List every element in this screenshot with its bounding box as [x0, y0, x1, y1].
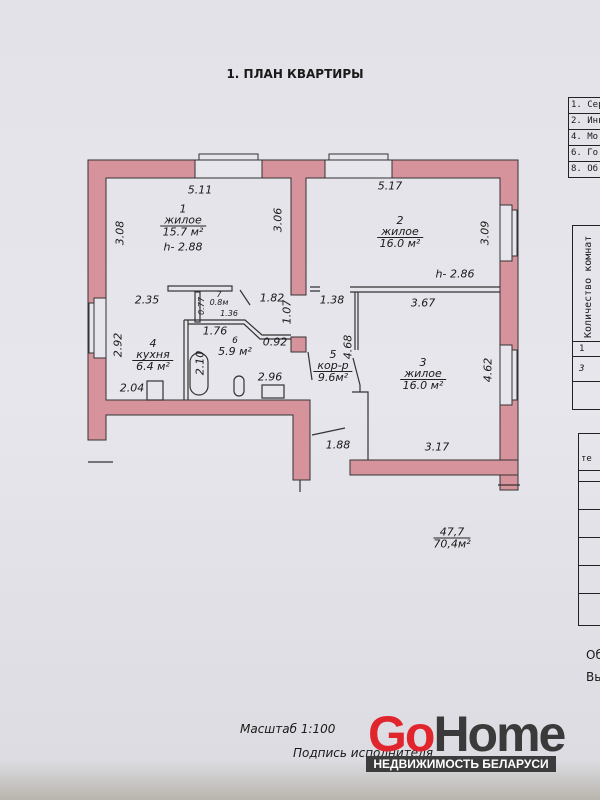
dimension: 3.67 — [410, 296, 436, 310]
room-number: 3 — [419, 356, 427, 369]
dimension: 3.06 — [271, 207, 285, 233]
room-area: 16.0 м² — [402, 379, 444, 392]
dimension: 1.38 — [319, 293, 345, 307]
walls — [87, 159, 519, 491]
room-7-label: 7 0.8м — [210, 291, 229, 307]
rooms-count-table: Количество комнат 1 3 — [572, 225, 600, 410]
room-area: 9.6м² — [317, 371, 349, 384]
room-area: 5.9 м² — [218, 345, 252, 358]
room-number: 5 — [329, 348, 337, 361]
table-header: Количество комнат — [573, 226, 600, 342]
room-area: 16.0 м² — [379, 237, 421, 250]
dimension: 1.76 — [202, 324, 228, 338]
dimension: 1.36 — [220, 309, 238, 318]
table-cell: 3 — [573, 357, 600, 382]
room-6-label: 6 5.9 м² — [218, 336, 252, 358]
side-text: Вы — [586, 670, 600, 684]
room-name: жилое — [377, 226, 423, 238]
dimension: 1.07 — [280, 299, 294, 325]
info-row: 4. Мо — [569, 130, 600, 146]
dimension: 4.62 — [481, 357, 495, 383]
dimension: 0.92 — [262, 335, 288, 349]
page-title: 1. ПЛАН КВАРТИРЫ — [226, 67, 364, 81]
living-area: 47,7 — [433, 527, 471, 539]
partitions — [88, 285, 520, 492]
dimension: 2.92 — [111, 332, 125, 358]
table-row — [579, 482, 600, 510]
room-4-label: 4 кухня 6.4 м² — [132, 337, 174, 373]
side-text: Об — [586, 648, 600, 662]
dimension: 1.88 — [325, 438, 351, 452]
room-area: 15.7 м² — [162, 225, 204, 239]
table-row — [579, 510, 600, 538]
room-name: кухня — [132, 349, 174, 361]
info-row: 8. Об — [571, 164, 599, 174]
room-area: 0.8м — [209, 298, 229, 307]
room-number: 2 — [396, 214, 404, 227]
room-2-label: 2 жилое 16.0 м² — [377, 215, 423, 249]
table-row — [579, 566, 600, 594]
gohome-logo: GoHome — [368, 705, 566, 763]
scale-label: Масштаб 1:100 — [240, 722, 336, 736]
partial-table: те — [578, 433, 600, 626]
room-number: 7 — [216, 290, 222, 299]
info-row: 6. Го — [569, 146, 600, 162]
logo-tagline: НЕДВИЖИМОСТЬ БЕЛАРУСИ — [366, 756, 556, 772]
dimension: 5.17 — [377, 179, 403, 193]
table-cell: 1 — [573, 342, 600, 357]
area-totals: 47,7 70,4м² — [433, 527, 471, 551]
table-row — [579, 538, 600, 566]
dimension: 3.17 — [424, 440, 450, 454]
rooms-count-header: Количество комнат — [583, 235, 594, 338]
room-name: жилое — [400, 368, 446, 380]
room-name: кор-р — [313, 360, 353, 372]
dimension: 5.11 — [187, 183, 213, 197]
total-area: 70,4м² — [433, 537, 471, 551]
room-height: h- 2.88 — [163, 240, 203, 254]
room-1-label: 1 жилое 15.7 м² h- 2.88 — [160, 204, 206, 253]
room-number: 6 — [232, 336, 238, 346]
dimension: 3.08 — [113, 220, 127, 246]
dimension: 2.96 — [257, 370, 283, 384]
room-name: жилое — [160, 215, 206, 227]
windows — [88, 153, 518, 406]
info-row: 2. Инв — [569, 114, 600, 130]
logo-go: Go — [368, 706, 435, 762]
dimension: 3.09 — [478, 220, 492, 246]
info-table: 1. Сер 2. Инв 4. Мо 6. Го 8. Об — [568, 97, 600, 178]
table-header: те — [579, 434, 600, 471]
room-number: 1 — [179, 202, 187, 216]
table-row — [579, 471, 600, 482]
table-cell — [573, 382, 600, 397]
dimension: 2.04 — [119, 381, 145, 395]
room-number: 4 — [149, 337, 157, 350]
dimension: 4.68 — [341, 334, 355, 360]
info-row: 1. Сер — [569, 98, 600, 114]
logo-home: Home — [433, 706, 566, 762]
table-row — [579, 594, 600, 621]
dimension: 1.82 — [259, 291, 285, 305]
room-area: 6.4 м² — [136, 360, 170, 373]
room-2-height: h- 2.86 — [435, 267, 475, 281]
dimension: 2.35 — [134, 293, 160, 307]
room-5-label: 5 кор-р 9.6м² — [313, 348, 353, 384]
room-3-label: 3 жилое 16.0 м² — [400, 357, 446, 391]
dimension: 0.77 — [197, 297, 206, 315]
dimension: 2.10 — [193, 350, 207, 376]
